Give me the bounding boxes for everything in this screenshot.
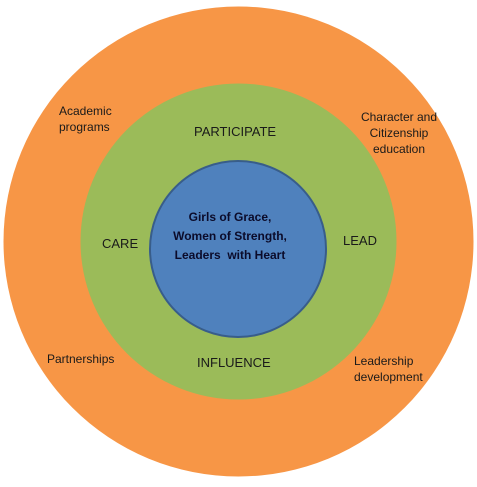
middle-label-influence: INFLUENCE: [197, 355, 271, 370]
inner-circle: [149, 160, 327, 338]
outer-label-leadership-development: Leadership development: [354, 354, 423, 384]
center-motto: Girls of Grace, Women of Strength, Leade…: [160, 208, 300, 265]
middle-label-lead: LEAD: [343, 233, 377, 248]
center-motto-line-1: Girls of Grace,: [188, 210, 272, 224]
center-motto-line-2: Women of Strength,: [173, 229, 287, 243]
outer-label-partnerships: Partnerships: [47, 352, 115, 366]
middle-label-care: CARE: [102, 236, 139, 251]
center-motto-line-3: Leaders with Heart: [174, 248, 286, 262]
outer-label-character-citizenship: Character and Citizenship education: [360, 110, 438, 156]
middle-label-participate: PARTICIPATE: [194, 124, 277, 139]
outer-label-academic-programs: Academic programs: [59, 104, 112, 134]
